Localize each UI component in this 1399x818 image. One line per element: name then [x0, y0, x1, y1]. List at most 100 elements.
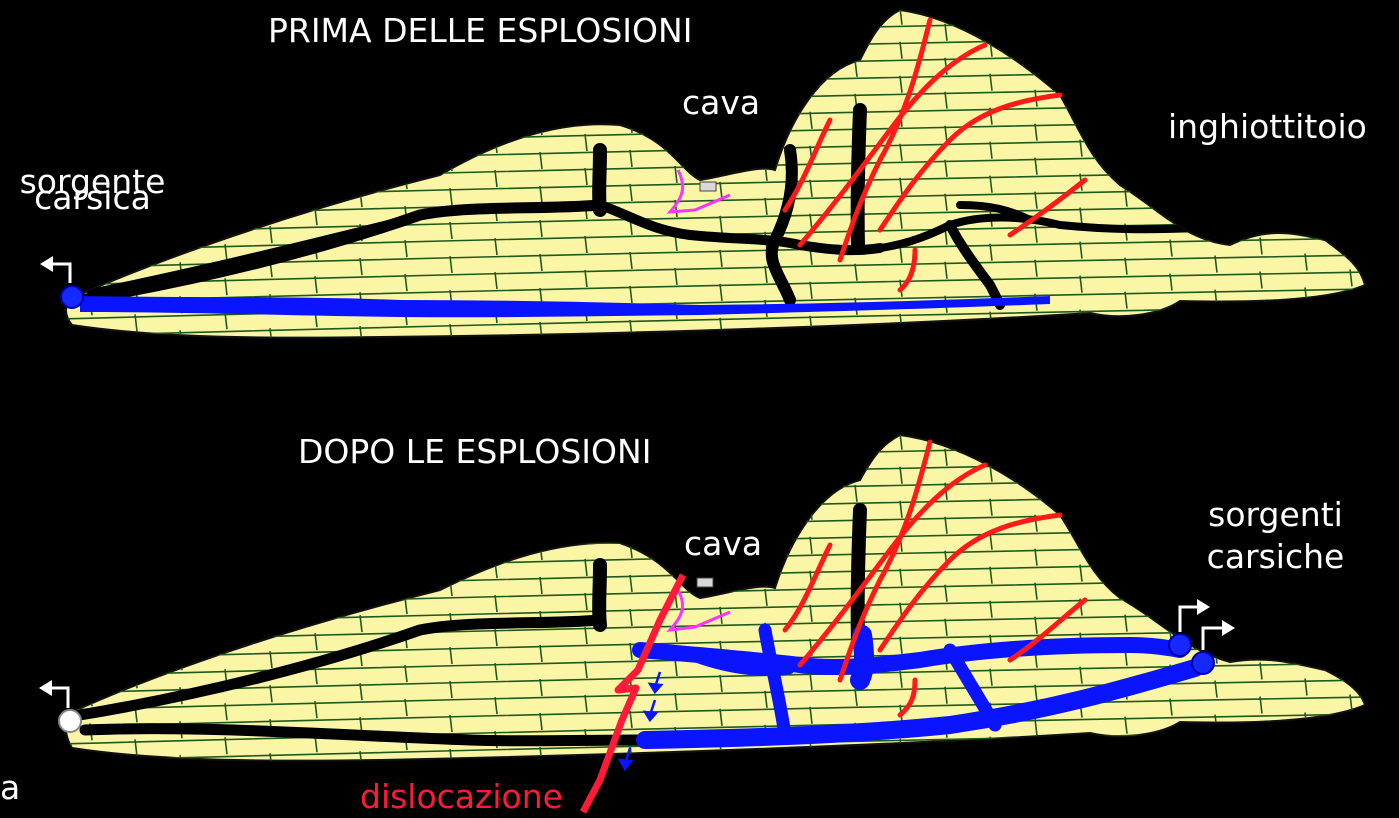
joint-line — [765, 555, 767, 572]
joint-line — [180, 194, 182, 211]
joint-line — [225, 601, 227, 618]
bottom-panel-title: DOPO LE ESPLOSIONI — [298, 433, 651, 471]
joint-line — [675, 523, 677, 540]
joint-line — [180, 449, 182, 466]
joint-line — [495, 340, 497, 357]
joint-line — [810, 350, 812, 367]
joint-line — [585, 338, 587, 355]
joint-line — [540, 84, 542, 101]
joint-line — [90, 94, 92, 111]
joint-line — [1350, 167, 1352, 184]
joint-line — [1350, 660, 1352, 677]
joint-line — [1305, 610, 1307, 627]
joint-line — [135, 348, 137, 365]
joint-line — [270, 515, 272, 532]
joint-line — [765, 28, 767, 45]
joint-line — [990, 346, 992, 363]
joint-line — [765, 62, 767, 79]
joint-line — [1080, 531, 1082, 548]
joint-line — [135, 501, 137, 518]
joint-line — [720, 777, 722, 794]
joint-line — [720, 46, 722, 63]
joint-line — [720, 505, 722, 522]
joint-line — [765, 759, 767, 776]
joint-line — [1305, 746, 1307, 763]
joint-line — [270, 124, 272, 141]
joint-line — [360, 360, 362, 377]
joint-line — [270, 787, 272, 804]
joint-line — [1125, 54, 1127, 71]
bedding-line — [60, 0, 1370, 30]
joint-line — [1260, 765, 1262, 782]
joint-line — [990, 771, 992, 788]
joint-line — [225, 771, 227, 788]
joint-line — [1080, 72, 1082, 89]
joint-line — [450, 52, 452, 69]
joint-line — [990, 6, 992, 23]
joint-line — [270, 549, 272, 566]
joint-line — [765, 487, 767, 504]
joint-line — [360, 479, 362, 496]
joint-line — [315, 497, 317, 514]
sinkhole-label: inghiottitoio — [1168, 108, 1367, 146]
joint-line — [405, 70, 407, 87]
joint-line — [450, 358, 452, 375]
limestone-massif-top — [66, 10, 1365, 338]
joint-line — [1035, 447, 1037, 464]
joint-line — [540, 356, 542, 373]
joint-line — [855, 757, 857, 774]
spring-arrowhead-icon — [1197, 599, 1210, 615]
joint-line — [1080, 497, 1082, 514]
joint-line — [180, 364, 182, 381]
joint-line — [1350, 65, 1352, 82]
joint-line — [1215, 749, 1217, 766]
joint-line — [450, 545, 452, 562]
joint-line — [1170, 461, 1172, 478]
leak-arrow-head-icon — [620, 760, 631, 769]
joint-line — [675, 98, 677, 115]
joint-line — [135, 773, 137, 790]
joint-line — [225, 533, 227, 550]
spring-arrow-icon — [1203, 628, 1225, 650]
joint-line — [1305, 15, 1307, 32]
joint-line — [720, 573, 722, 590]
joint-line — [315, 106, 317, 123]
joint-line — [405, 495, 407, 512]
joint-line — [1125, 326, 1127, 343]
joint-line — [1305, 576, 1307, 593]
joint-line — [1305, 321, 1307, 338]
joint-line — [1215, 86, 1217, 103]
joint-line — [135, 535, 137, 552]
joint-line — [1215, 443, 1217, 460]
joint-line — [360, 54, 362, 71]
joint-line — [1080, 106, 1082, 123]
joint-line — [1260, 340, 1262, 357]
joint-line — [90, 26, 92, 43]
joint-line — [1305, 440, 1307, 457]
joint-line — [135, 110, 137, 127]
joint-line — [810, 10, 812, 27]
joint-line — [225, 210, 227, 227]
joint-line — [90, 128, 92, 145]
joint-line — [1125, 547, 1127, 564]
joint-line — [315, 72, 317, 89]
joint-line — [1350, 626, 1352, 643]
joint-line — [765, 334, 767, 351]
joint-line — [720, 352, 722, 369]
cut-off-label: a — [0, 769, 20, 807]
joint-line — [1215, 52, 1217, 69]
joint-line — [1260, 425, 1262, 442]
joint-line — [225, 74, 227, 91]
joint-line — [1125, 156, 1127, 173]
joint-line — [1350, 592, 1352, 609]
joint-line — [225, 142, 227, 159]
joint-line — [630, 779, 632, 796]
joint-line — [405, 529, 407, 546]
joint-line — [585, 491, 587, 508]
joint-line — [450, 86, 452, 103]
joint-line — [360, 122, 362, 139]
joint-line — [675, 557, 677, 574]
joint-line — [495, 102, 497, 119]
joint-line — [270, 447, 272, 464]
joint-line — [1080, 463, 1082, 480]
